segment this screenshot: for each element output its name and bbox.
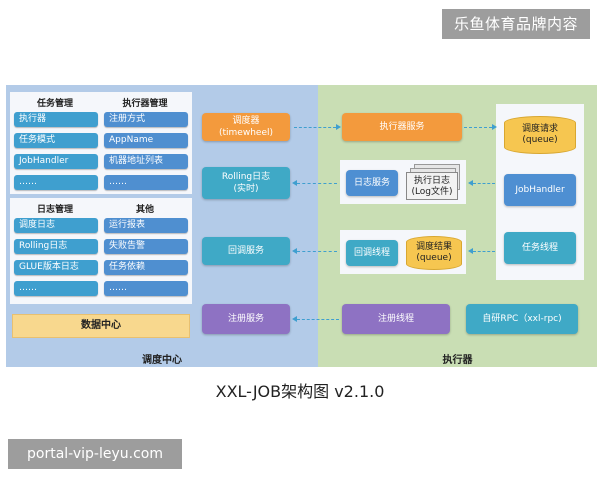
list-item: 运行报表 <box>104 218 188 233</box>
connector-executor-queue <box>464 127 492 128</box>
group-title-other: 其他 <box>135 205 154 215</box>
arrow-right-icon <box>336 124 341 130</box>
list-item: …… <box>104 175 188 190</box>
connector-jobhandler-log <box>473 183 495 184</box>
watermark-bottom: portal-vip-leyu.com <box>8 439 182 469</box>
scheduler-timewheel: 调度器 (timewheel) <box>202 113 290 141</box>
connector-task-callback <box>473 251 495 252</box>
arrow-left-icon <box>468 248 473 254</box>
rolling-log-service: Rolling日志 (实时) <box>202 167 290 199</box>
list-item: GLUE版本日志 <box>14 260 98 275</box>
list-item: 注册方式 <box>104 112 188 127</box>
list-item: 失败告警 <box>104 239 188 254</box>
callback-result-queue: 调度结果 (queue) <box>406 236 462 270</box>
register-service: 注册服务 <box>202 304 290 334</box>
list-item: AppName <box>104 133 188 148</box>
arrow-left-icon <box>292 316 297 322</box>
list-item: Rolling日志 <box>14 239 98 254</box>
log-file: 执行日志 (Log文件) <box>406 172 458 200</box>
list-item: 任务模式 <box>14 133 98 148</box>
list-item: 任务依赖 <box>104 260 188 275</box>
list-item: JobHandler <box>14 154 98 169</box>
group-title-task-manage: 任务管理 <box>36 99 73 109</box>
connector-schedule <box>294 127 336 128</box>
arrow-left-icon <box>292 180 297 186</box>
diagram-caption: XXL-JOB架构图 v2.1.0 <box>215 382 385 401</box>
list-item: …… <box>14 281 98 296</box>
list-item: …… <box>14 175 98 190</box>
list-item: 机器地址列表 <box>104 154 188 169</box>
executor-service: 执行器服务 <box>342 113 462 141</box>
list-item: …… <box>104 281 188 296</box>
arrow-left-icon <box>468 180 473 186</box>
list-item: 执行器 <box>14 112 98 127</box>
xxl-rpc: 自研RPC（xxl-rpc) <box>466 304 578 334</box>
executor-label: 执行器 <box>442 355 473 366</box>
jobhandler: JobHandler <box>504 174 576 206</box>
scheduler-center-label: 调度中心 <box>142 355 182 366</box>
task-thread: 任务线程 <box>504 232 576 264</box>
group-title-executor-manage: 执行器管理 <box>122 99 168 109</box>
arrow-left-icon <box>292 248 297 254</box>
register-thread: 注册线程 <box>342 304 450 334</box>
data-center: 数据中心 <box>12 314 190 338</box>
connector-callback <box>297 251 337 252</box>
list-item: 调度日志 <box>14 218 98 233</box>
watermark-top: 乐鱼体育品牌内容 <box>442 9 590 39</box>
callback-thread: 回调线程 <box>346 240 398 266</box>
connector-register <box>297 319 339 320</box>
log-service: 日志服务 <box>346 170 398 196</box>
request-queue: 调度请求 (queue) <box>504 116 576 154</box>
group-title-log-manage: 日志管理 <box>36 205 73 215</box>
connector-log <box>297 183 337 184</box>
arrow-right-icon <box>492 124 497 130</box>
callback-service: 回调服务 <box>202 237 290 265</box>
